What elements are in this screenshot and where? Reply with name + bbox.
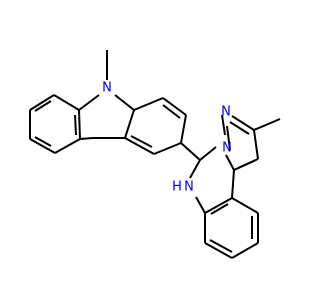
- carbazole-to-ch-bond: [180, 142, 201, 161]
- pyrazole-nitrogen-label: N: [221, 105, 231, 120]
- carbazole-pyrrole-ring: [78, 50, 135, 140]
- dihydroquinazoline-ring: [189, 146, 235, 214]
- lower-benzene-ring: [204, 197, 259, 259]
- molecule-structure: N N N N H: [29, 50, 281, 259]
- carbazole-nitrogen-label: N: [102, 81, 112, 96]
- bridge-nitrogen-label: N: [222, 141, 232, 156]
- amine-nitrogen-label: N: [184, 180, 194, 195]
- carbazole-left-benzene-ring: [29, 94, 81, 154]
- amine-hydrogen-label: H: [172, 180, 182, 195]
- carbazole-right-benzene-ring: [124, 97, 187, 155]
- pyrazole-ring: [221, 114, 281, 171]
